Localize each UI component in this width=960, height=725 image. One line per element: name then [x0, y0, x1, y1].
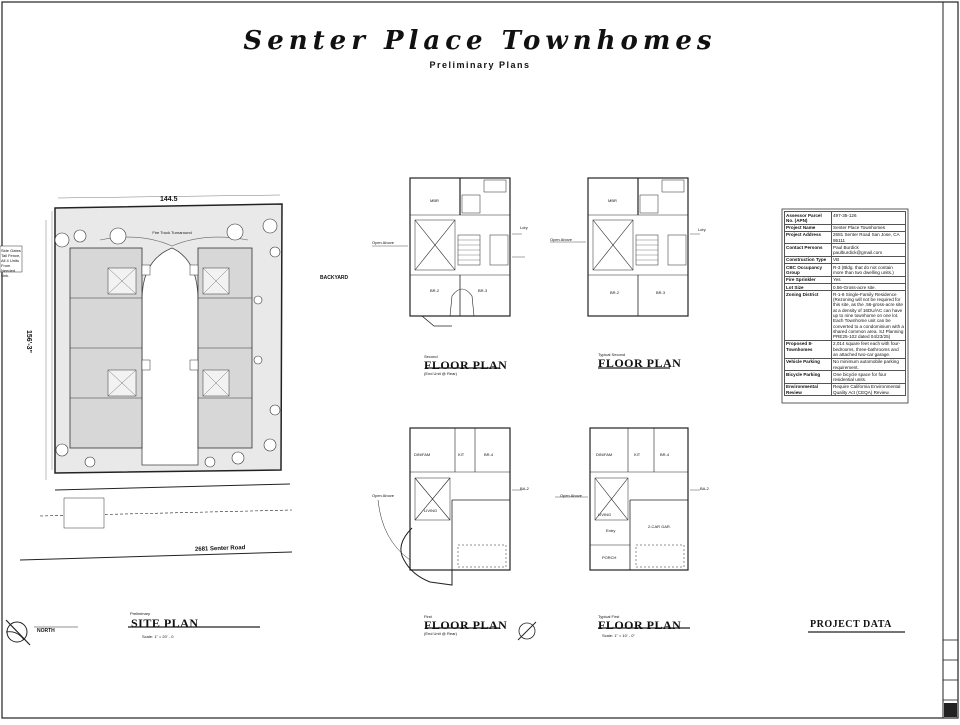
- second-plan-prefix: Second: [424, 354, 438, 359]
- project-data-value: 2681 Senter Road San Jose, CA 95111: [831, 230, 906, 245]
- project-data-key: Bicycle Parking: [784, 370, 832, 384]
- room-living: LIVING: [424, 508, 438, 513]
- page-title: Senter Place Townhomes: [243, 26, 717, 56]
- room-living-typical: LIVING: [598, 512, 612, 517]
- project-data-key: Vehicle Parking: [784, 357, 832, 372]
- project-data-value: Paul Burdick paulburdick@gmail.com: [831, 243, 906, 257]
- room-br3-typical: BR-3: [656, 290, 666, 295]
- room-garage: 2-CAR GAR.: [648, 524, 671, 529]
- project-data-key: Contact Persons: [784, 243, 832, 257]
- typical-second-title: FLOOR PLAN: [598, 356, 682, 370]
- ba-marker-2: BA-2: [700, 486, 709, 491]
- north-label: NORTH: [37, 628, 55, 634]
- open-above-4: Open Above: [560, 493, 583, 498]
- project-data-row: Assessor Parcel No. (APN)497-35-126: [784, 211, 906, 225]
- project-data-title: PROJECT DATA: [810, 619, 892, 630]
- project-data-key: Environmental Review: [784, 382, 832, 397]
- project-data-key: Construction Type: [784, 255, 832, 265]
- typical-second-floor-plan: [550, 177, 700, 317]
- open-above-1: Open Above: [372, 240, 395, 245]
- project-data-value: 2,014 square feet each with four-bedroom…: [831, 339, 906, 359]
- typical-first-scale: Scale: 1" = 10' - 0": [602, 633, 635, 638]
- first-floor-plan: [377, 427, 522, 586]
- site-plan-title: SITE PLAN: [131, 616, 199, 630]
- page-subtitle: Preliminary Plans: [429, 60, 531, 70]
- site-plan-prefix: Preliminary: [130, 611, 151, 616]
- project-data-key: CBC Occupancy Group: [784, 263, 832, 277]
- typical-first-floor-plan: [555, 427, 700, 571]
- room-br2-typical: BR-2: [610, 290, 620, 295]
- project-data-key: Proposed 8-Townhomes: [784, 339, 832, 359]
- backyard-label: BACKYARD: [320, 275, 349, 281]
- dim-side: 156'-3": [25, 330, 32, 353]
- project-data-value: No minimum automobile parking requiremen…: [831, 357, 906, 372]
- typical-first-title: FLOOR PLAN: [598, 618, 682, 632]
- typical-first-prefix: Typical First: [598, 614, 620, 619]
- room-din-fam-typical: DIN/FAM: [596, 452, 613, 457]
- project-data-key: Project Name: [784, 223, 832, 232]
- project-data-value: One bicycle space for four residential u…: [831, 370, 906, 384]
- room-kit-typical: KIT: [634, 452, 641, 457]
- room-ldry: Ldry: [520, 225, 528, 230]
- room-mbr: MBR: [430, 198, 439, 203]
- site-plan: [0, 194, 293, 646]
- open-above-2: Open Above: [550, 237, 573, 242]
- project-data-key: Fire Sprinkler: [784, 275, 832, 285]
- project-data-key: Lot Size: [784, 283, 832, 292]
- second-floor-plan: [372, 177, 525, 327]
- typical-second-prefix: Typical Second: [598, 352, 626, 357]
- room-porch: PORCH: [602, 555, 617, 560]
- project-data-value: R-3 (Bldg. that do not contain more than…: [831, 263, 906, 277]
- project-data-key: Assessor Parcel No. (APN): [784, 211, 832, 225]
- second-plan-title: FLOOR PLAN: [424, 358, 508, 372]
- room-mbr-typical: MBR: [608, 198, 617, 203]
- room-entry: Entry: [606, 528, 616, 533]
- dim-top: 144.5: [160, 196, 178, 203]
- room-br3: BR-3: [478, 288, 488, 293]
- first-plan-title: FLOOR PLAN: [424, 618, 508, 632]
- project-data-value: VB: [831, 255, 906, 265]
- plan-north-arrow: [517, 621, 537, 641]
- room-din-fam: DIN/FAM: [414, 452, 431, 457]
- project-data-value: Yes: [831, 275, 906, 285]
- project-data-key: Project Address: [784, 230, 832, 245]
- project-data-value: Require California Environmental Quality…: [831, 382, 906, 397]
- second-plan-suffix: (End Unit @ Rear): [424, 371, 457, 376]
- ba-marker-1: BA-2: [520, 486, 529, 491]
- first-plan-prefix: First: [424, 614, 432, 619]
- project-data-value: 497-35-126: [831, 211, 906, 225]
- project-data-value: R-1-8 Single-Family Residence (Rezoning …: [831, 290, 906, 341]
- room-br4: BR-4: [484, 452, 494, 457]
- side-gates-note: Side Gates Tall Fence, All 4 Units From …: [1, 248, 21, 278]
- room-ldry-typical: Ldry: [698, 227, 706, 232]
- site-plan-scale: Scale: 1" = 20' - 0: [142, 634, 174, 639]
- turnaround-label: Fire Truck Turnaround: [152, 230, 192, 235]
- project-data-value: 0.56-Gross-acre site.: [831, 283, 906, 292]
- project-data-key: Zoning District: [784, 290, 832, 341]
- room-kit: KIT: [458, 452, 465, 457]
- first-plan-suffix: (End Unit @ Rear): [424, 631, 457, 636]
- room-br2: BR-2: [430, 288, 440, 293]
- room-br4-typical: BR-4: [660, 452, 670, 457]
- open-above-3: Open Above: [372, 493, 395, 498]
- project-data-value: Senter Place Townhomes: [831, 223, 906, 232]
